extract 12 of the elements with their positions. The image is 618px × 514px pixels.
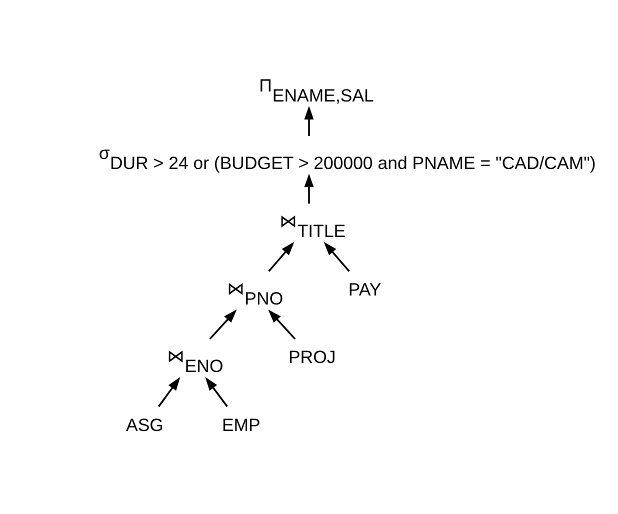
arrow xyxy=(209,309,237,340)
node-text: PROJ xyxy=(288,346,336,367)
node-text: PAY xyxy=(348,279,382,300)
arrow xyxy=(268,309,296,340)
arrow xyxy=(268,241,294,272)
node-text: EMP xyxy=(222,414,260,434)
arrow xyxy=(304,105,314,136)
arrow xyxy=(304,173,314,204)
arrow xyxy=(324,241,350,272)
node-text: ASG xyxy=(126,414,164,434)
arrow xyxy=(205,376,228,407)
arrow xyxy=(158,376,180,407)
